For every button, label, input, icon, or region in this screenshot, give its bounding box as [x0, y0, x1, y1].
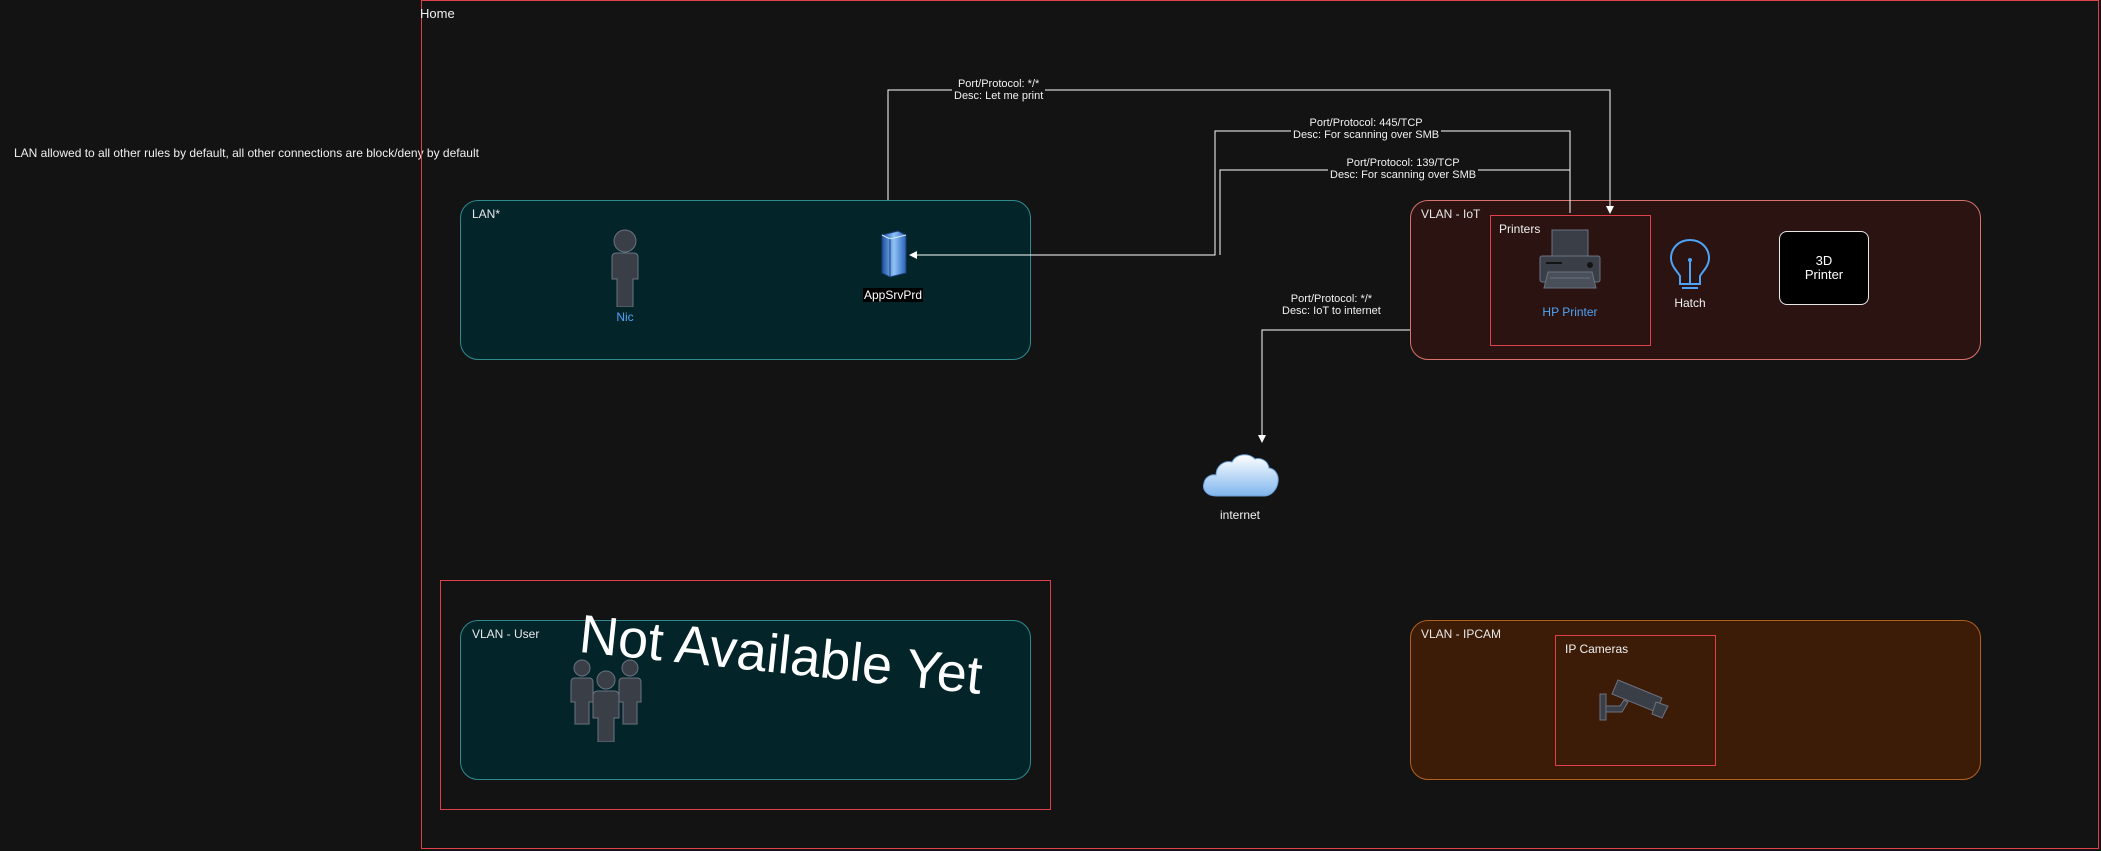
printers-group	[1490, 215, 1651, 346]
iot-zone-title: VLAN - IoT	[1421, 207, 1481, 221]
edge-iot-internet	[1258, 329, 1410, 443]
edge-print-label: Port/Protocol: */* Desc: Let me print	[952, 78, 1046, 102]
edge-smb445	[909, 130, 1571, 259]
edge-smb445-label: Port/Protocol: 445/TCP Desc: For scannin…	[1291, 117, 1442, 141]
home-container	[421, 0, 2099, 849]
edge-smb139-desc: Desc: For scanning over SMB	[1330, 169, 1477, 181]
user-unavailable-frame	[440, 580, 1051, 810]
3d-printer-label-line1: 3D	[1815, 253, 1833, 268]
edge-print	[887, 89, 1614, 214]
internet-label: internet	[1219, 508, 1261, 522]
cloud-icon	[1203, 454, 1279, 497]
ipcam-zone	[1410, 620, 1981, 780]
person-icon	[611, 229, 639, 307]
printers-group-label: Printers	[1499, 222, 1541, 236]
3d-printer-label-line2: Printer	[1804, 267, 1844, 282]
lightbulb-icon	[1669, 238, 1711, 289]
edge-smb445-desc: Desc: For scanning over SMB	[1293, 129, 1440, 141]
appsrv-label: AppSrvPrd	[863, 288, 923, 302]
lan-zone-title: LAN*	[472, 207, 501, 221]
policy-note: LAN allowed to all other rules by defaul…	[14, 146, 479, 160]
edge-print-desc: Desc: Let me print	[954, 90, 1044, 102]
edge-print-port: Port/Protocol: */*	[957, 78, 1040, 90]
3d-printer-node: 3D Printer	[1779, 231, 1869, 305]
ipcam-zone-title: VLAN - IPCAM	[1421, 627, 1502, 641]
edge-iot-internet-label: Port/Protocol: */* Desc: IoT to internet	[1280, 293, 1383, 317]
edge-smb139-port: Port/Protocol: 139/TCP	[1346, 157, 1460, 169]
edge-iot-internet-desc: Desc: IoT to internet	[1282, 305, 1381, 317]
edge-smb139-label: Port/Protocol: 139/TCP Desc: For scannin…	[1328, 157, 1479, 181]
edge-smb139	[1219, 169, 1571, 255]
nic-label: Nic	[616, 310, 634, 324]
security-camera-icon	[1599, 679, 1669, 721]
lan-zone	[460, 200, 1031, 360]
hatch-label: Hatch	[1674, 296, 1706, 310]
server-icon	[881, 230, 907, 278]
ip-cameras-group	[1555, 635, 1716, 766]
user-zone	[460, 620, 1031, 780]
printer-icon	[1539, 229, 1601, 289]
hp-printer-label: HP Printer	[1542, 305, 1598, 319]
edge-iot-internet-port: Port/Protocol: */*	[1290, 293, 1373, 305]
user-zone-title: VLAN - User	[472, 627, 540, 641]
edge-smb445-port: Port/Protocol: 445/TCP	[1309, 117, 1423, 129]
home-label: Home	[420, 6, 455, 21]
iot-zone	[1410, 200, 1981, 360]
users-group-icon	[570, 659, 642, 742]
ip-cameras-group-label: IP Cameras	[1565, 642, 1629, 656]
